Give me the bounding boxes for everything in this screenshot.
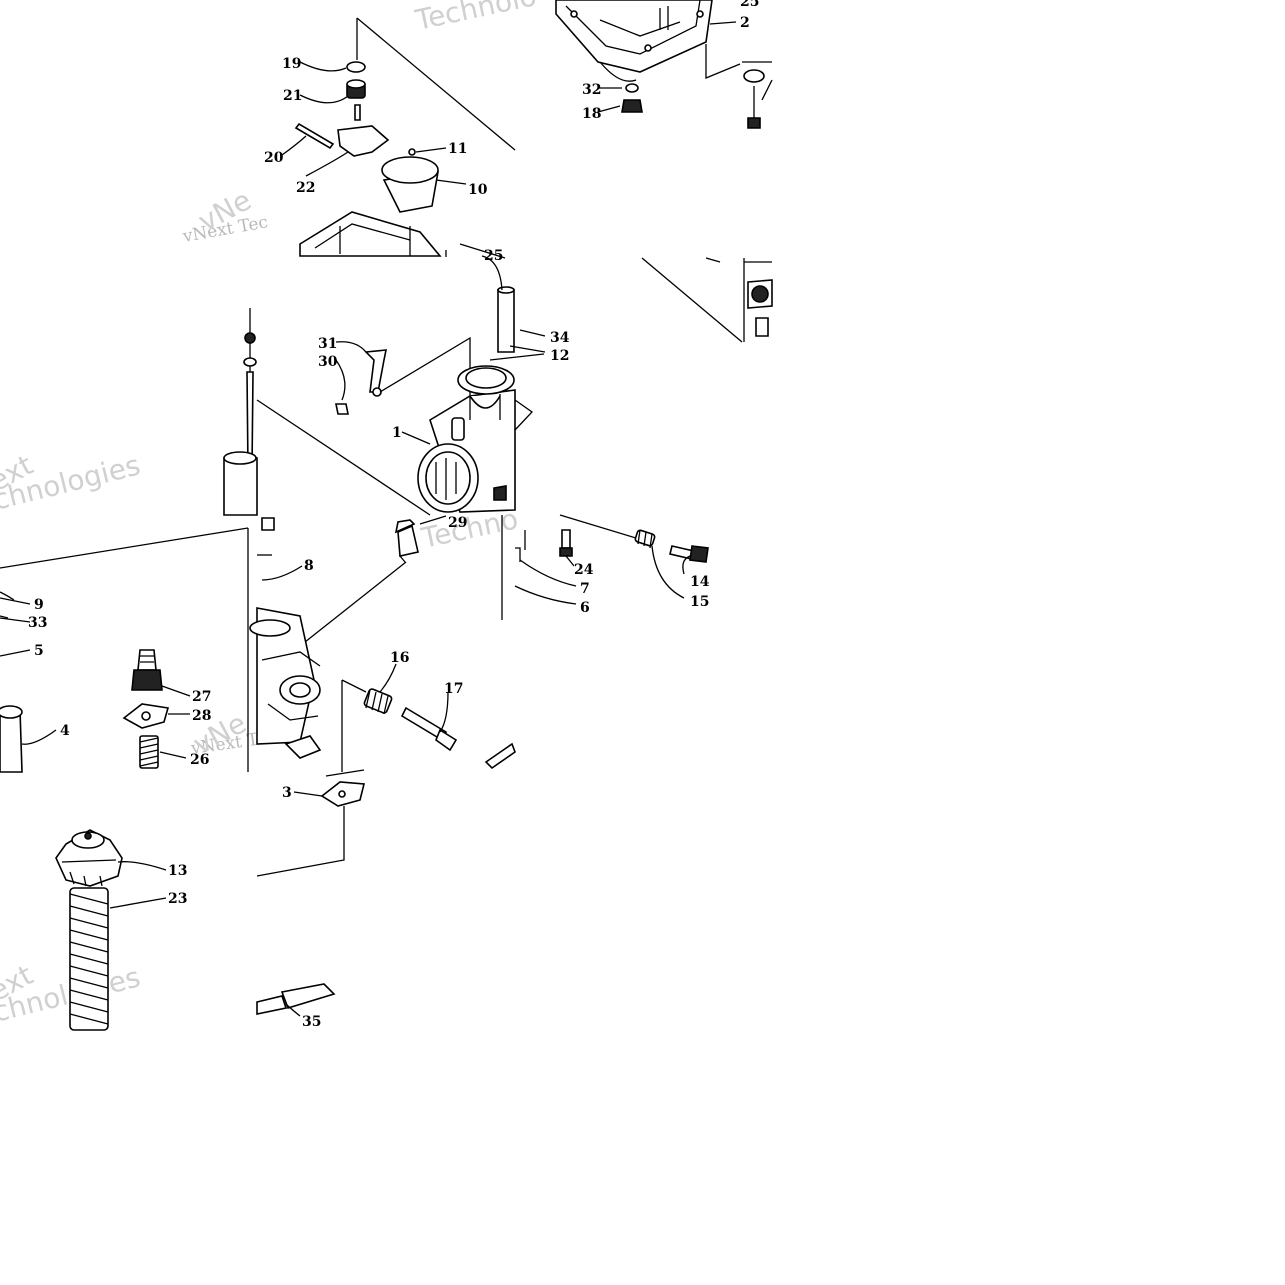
callout-10: 10 bbox=[468, 182, 488, 198]
callout-11: 11 bbox=[448, 141, 467, 157]
callout-8: 8 bbox=[304, 558, 314, 574]
callout-26: 26 bbox=[190, 752, 209, 768]
callout-25: 25 bbox=[484, 248, 503, 264]
tile-bottom-left bbox=[55, 829, 123, 1031]
callout-16: 16 bbox=[390, 650, 409, 666]
callout-23: 23 bbox=[168, 891, 187, 907]
callout-9: 9 bbox=[34, 597, 44, 613]
callout-numbers: 19 21 20 22 11 10 25 25 2 32 18 31 30 1 … bbox=[28, 0, 759, 1030]
callout-22: 22 bbox=[296, 180, 315, 196]
carburetor-body-1 bbox=[417, 365, 516, 513]
jet-27 bbox=[131, 649, 163, 691]
callout-12: 12 bbox=[550, 348, 569, 364]
callout-25b: 25 bbox=[740, 0, 759, 10]
float-arm-22 bbox=[337, 125, 390, 157]
callout-34: 34 bbox=[550, 330, 570, 346]
callout-18: 18 bbox=[582, 106, 601, 122]
piston-4 bbox=[0, 705, 23, 773]
callout-5: 5 bbox=[34, 643, 44, 659]
tile-middle-right bbox=[514, 257, 773, 431]
screw-30 bbox=[335, 403, 349, 415]
callout-4: 4 bbox=[60, 723, 70, 739]
callout-30: 30 bbox=[318, 354, 338, 370]
screw-17 bbox=[400, 706, 458, 752]
callout-13: 13 bbox=[168, 863, 187, 879]
callout-24: 24 bbox=[574, 562, 594, 578]
callout-15: 15 bbox=[690, 594, 709, 610]
callout-28: 28 bbox=[192, 708, 211, 724]
callout-20: 20 bbox=[264, 150, 284, 166]
tile-lower-right bbox=[515, 514, 709, 563]
tile-lower-left bbox=[0, 527, 249, 773]
callout-33: 33 bbox=[28, 615, 47, 631]
screw-14 bbox=[669, 545, 709, 563]
spring-16 bbox=[363, 688, 393, 715]
tile-center bbox=[256, 286, 516, 516]
callout-14: 14 bbox=[690, 574, 710, 590]
spring-23 bbox=[69, 887, 109, 1031]
choke-lever-31 bbox=[364, 349, 387, 397]
watermark-1: Technolo bbox=[412, 0, 540, 37]
callout-7: 7 bbox=[580, 581, 590, 597]
callout-27: 27 bbox=[192, 689, 211, 705]
tile-bottom-center bbox=[256, 769, 366, 1015]
carburetor-body-8 bbox=[249, 517, 322, 759]
screw-24 bbox=[559, 529, 573, 557]
callout-21: 21 bbox=[283, 88, 302, 104]
pin-20 bbox=[294, 122, 335, 150]
callout-31: 31 bbox=[318, 336, 337, 352]
callout-1: 1 bbox=[392, 425, 402, 441]
spring-15 bbox=[634, 529, 656, 549]
callout-2: 2 bbox=[740, 15, 750, 31]
throttle-slide-34 bbox=[497, 286, 515, 353]
tile-lower-center bbox=[249, 515, 516, 772]
callout-17: 17 bbox=[444, 681, 463, 697]
tile-middle-left bbox=[223, 308, 258, 516]
plug-18 bbox=[621, 99, 643, 113]
tube-35 bbox=[256, 983, 336, 1015]
callout-3: 3 bbox=[282, 785, 292, 801]
callout-32: 32 bbox=[582, 82, 601, 98]
cap-13 bbox=[55, 829, 123, 887]
callout-19: 19 bbox=[282, 56, 301, 72]
cap-29 bbox=[394, 519, 419, 557]
washer-32 bbox=[625, 83, 639, 93]
callout-6: 6 bbox=[580, 600, 590, 616]
float-bowl-2 bbox=[555, 0, 713, 82]
float-10 bbox=[381, 156, 439, 213]
callout-29: 29 bbox=[448, 515, 467, 531]
tile-top-left bbox=[294, 17, 516, 259]
leader-lines bbox=[0, 21, 737, 1017]
tile-top-middle bbox=[555, 0, 773, 129]
callout-35: 35 bbox=[302, 1014, 321, 1030]
washer-19 bbox=[346, 61, 366, 73]
spring-26 bbox=[139, 735, 159, 769]
ring-11 bbox=[408, 148, 416, 156]
